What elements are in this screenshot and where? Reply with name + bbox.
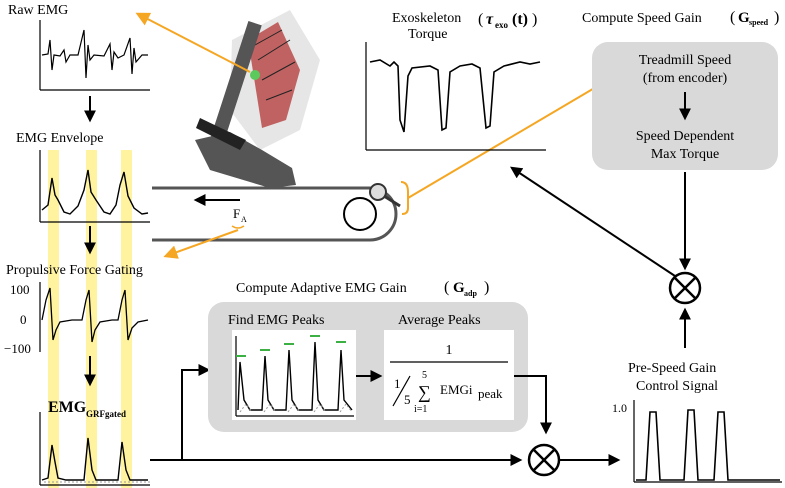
force-subscript: A — [241, 215, 247, 224]
average-peaks-panel — [384, 330, 514, 420]
force-gating-title: Propulsive Force Gating — [6, 263, 143, 278]
force-bracket — [231, 225, 245, 229]
find-peaks-title: Find EMG Peaks — [228, 313, 324, 328]
pre-speed-tick: 1.0 — [612, 401, 627, 415]
adaptive-title: Compute Adaptive EMG Gain — [236, 281, 407, 296]
formula-five: 5 — [404, 392, 411, 407]
line-grf-to-adaptive — [181, 364, 211, 460]
exo-paren-close: ) — [532, 11, 537, 28]
pre-speed-plot — [633, 400, 782, 483]
emg-grf-subscript: GRFgated — [86, 409, 126, 419]
force-label: F — [233, 206, 240, 221]
gating-tick-100: 100 — [10, 282, 30, 297]
arrow-multiplier-to-torque — [509, 166, 676, 277]
emg-sensor — [250, 70, 260, 80]
find-peaks-plot — [235, 335, 354, 417]
exo-argument: (t) — [512, 11, 528, 28]
raw-emg-title: Raw EMG — [8, 3, 68, 18]
exoskeleton-illustration — [195, 10, 320, 188]
shoe — [195, 132, 296, 188]
average-peaks-title: Average Peaks — [398, 313, 481, 328]
speed-gain-paren-open: ( — [730, 9, 735, 26]
adaptive-symbol: G — [453, 280, 465, 296]
muscle-shape — [248, 22, 300, 128]
formula-sum-bottom: i=1 — [414, 404, 427, 415]
emg-envelope-plot — [39, 150, 150, 223]
gating-bands — [48, 150, 132, 488]
speed-gain-symbol: G — [738, 10, 750, 26]
formula-numerator: 1 — [446, 343, 453, 358]
adaptive-paren-close: ) — [484, 279, 489, 296]
emg-grf-plot — [39, 412, 150, 486]
gating-tick-0: 0 — [20, 312, 27, 327]
exo-paren-open: ( — [478, 11, 483, 28]
formula-term: EMGi — [440, 382, 473, 397]
force-gating-trace — [41, 287, 149, 343]
speed-gain-title: Compute Speed Gain — [582, 11, 702, 26]
treadmill-speed-line1: Treadmill Speed — [639, 53, 731, 68]
pre-speed-trace — [636, 409, 780, 481]
exo-title-line1: Exoskeleton — [392, 11, 461, 26]
raw-emg-plot — [39, 20, 150, 91]
muscle-fibers — [254, 29, 296, 101]
footplate — [196, 118, 246, 150]
encoder-bracket — [400, 181, 409, 215]
exo-strut — [208, 21, 262, 149]
multiply-icon-speed — [668, 271, 702, 305]
exo-subscript: exo — [495, 20, 508, 30]
formula-sum-top: 5 — [422, 370, 427, 381]
exo-torque-plot — [365, 42, 546, 151]
exo-symbol: τ — [486, 11, 494, 28]
emg-grf-title: EMG — [48, 399, 87, 416]
arrow-average-to-multiplier — [514, 375, 552, 435]
treadmill — [152, 181, 409, 242]
find-peaks-trace — [237, 341, 353, 411]
average-formula: 1 1 5 5 ∑ i=1 EMGi peak — [390, 343, 508, 415]
emg-grf-trace — [41, 437, 148, 481]
exo-title-line2: Torque — [408, 27, 447, 42]
orange-arrow-force — [163, 229, 239, 259]
encoder-icon — [369, 183, 387, 201]
adaptive-subscript: adp — [464, 289, 477, 298]
pre-speed-line1: Pre-Speed Gain — [628, 361, 716, 376]
speed-gain-subscript: speed — [749, 18, 769, 27]
emg-envelope-trace — [41, 169, 149, 215]
speed-max-line1: Speed Dependent — [636, 129, 734, 144]
force-gating-plot — [39, 282, 149, 352]
raw-emg-trace — [41, 29, 148, 79]
treadmill-roller — [343, 197, 377, 231]
adaptive-paren-open: ( — [444, 279, 449, 296]
treadmill-speed-line2: (from encoder) — [643, 71, 728, 86]
gating-tick-minus100: −100 — [4, 341, 31, 356]
sigma-icon: ∑ — [418, 382, 431, 402]
speed-gain-paren-close: ) — [774, 9, 779, 26]
pre-speed-line2: Control Signal — [636, 379, 718, 394]
speed-max-line2: Max Torque — [651, 147, 719, 162]
formula-one: 1 — [394, 376, 401, 391]
formula-term-subscript: peak — [478, 386, 503, 401]
orange-arrow-emg — [135, 12, 251, 73]
exo-torque-trace — [369, 59, 541, 133]
multiply-icon-adaptive — [527, 443, 561, 477]
orange-arrow-encoder — [407, 78, 611, 199]
emg-envelope-title: EMG Envelope — [16, 131, 103, 146]
